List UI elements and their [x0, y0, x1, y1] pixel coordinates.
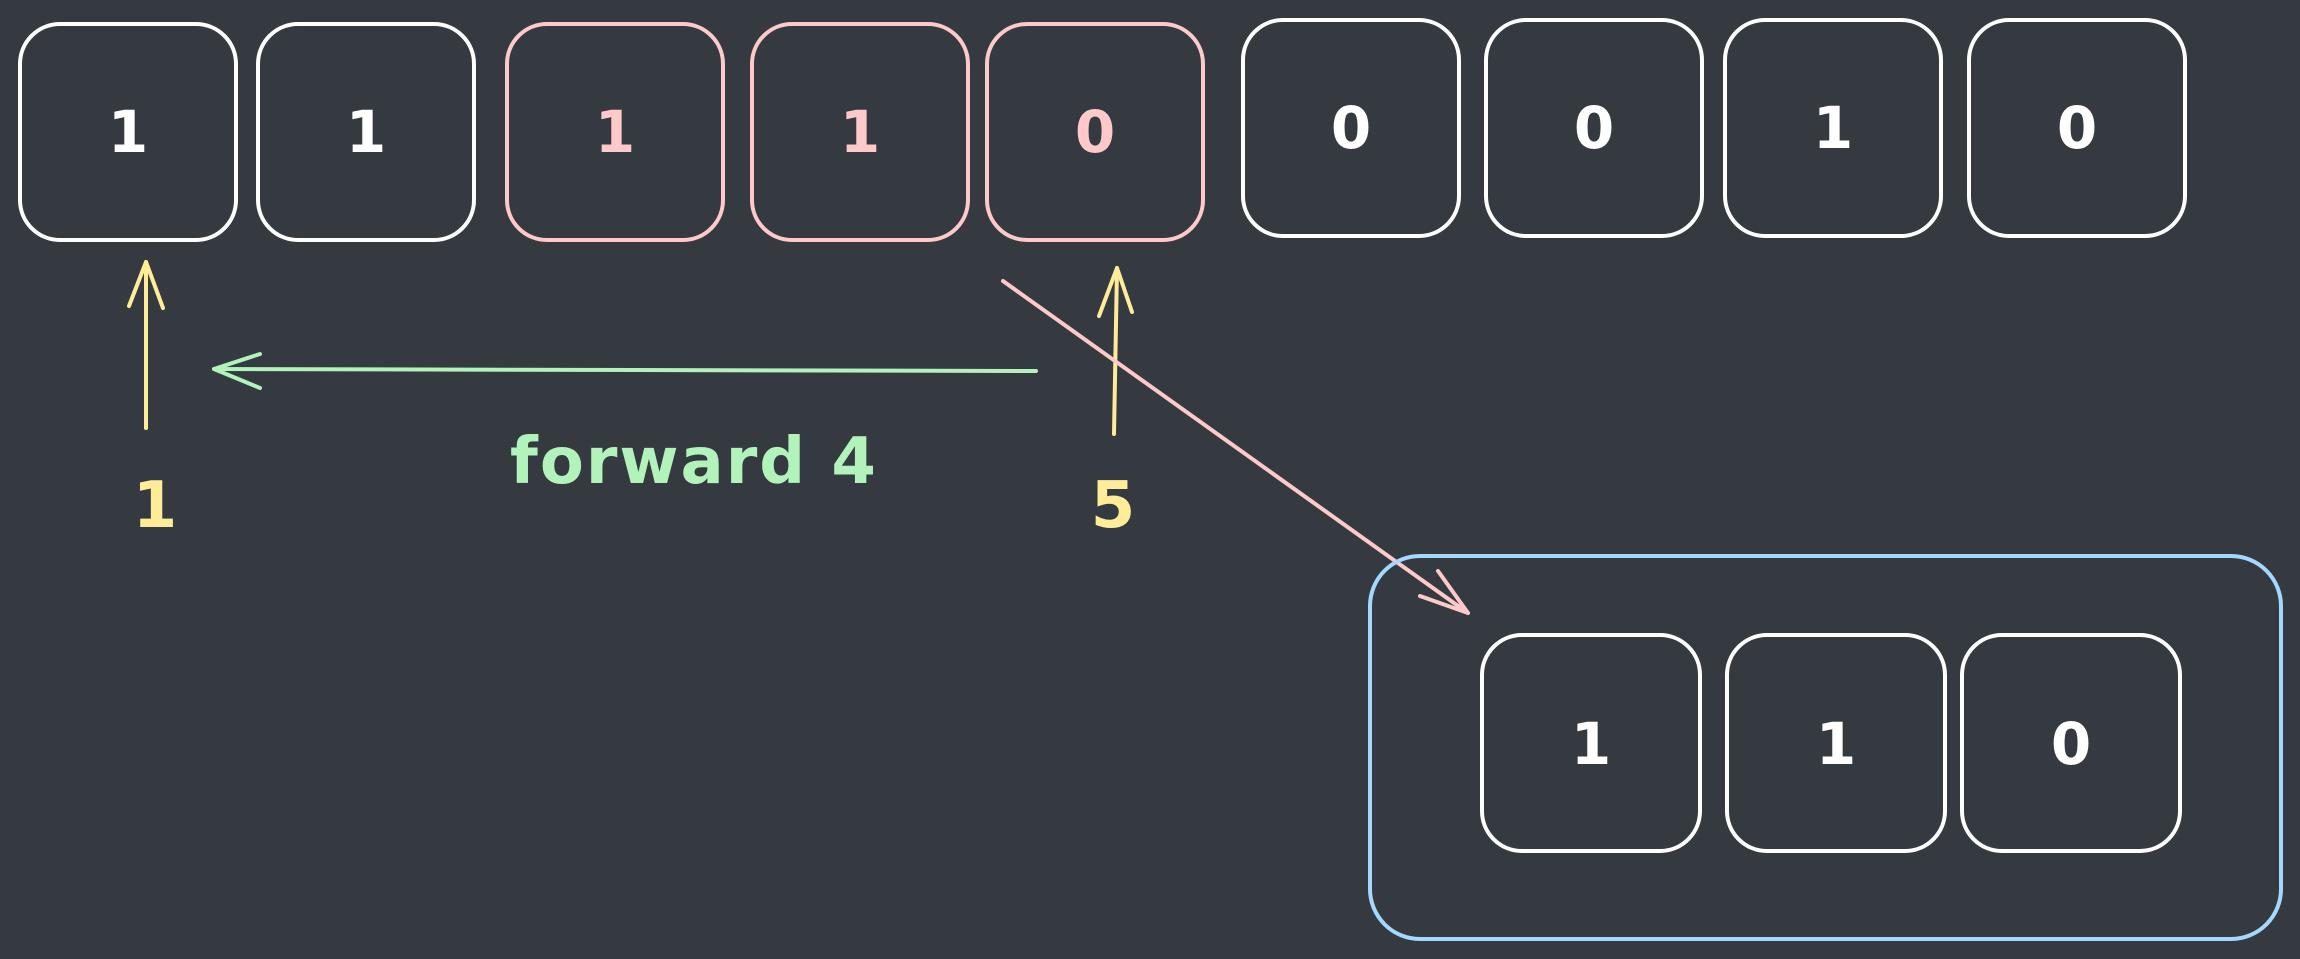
- sequence-cell: 1: [18, 22, 238, 242]
- sequence-cell-value: 0: [1574, 94, 1614, 162]
- extract-arrowhead-icon: [1418, 569, 1470, 615]
- forward-arrowhead-icon: [212, 352, 262, 390]
- start-pointer: 1: [127, 260, 178, 543]
- result-container-box: [1368, 554, 2283, 941]
- end-pointer-arrowhead-icon: [1097, 266, 1134, 318]
- result-cell: 1: [1480, 633, 1702, 853]
- extract-arrow-shaft: [1001, 279, 1470, 615]
- sequence-cell-value: 1: [595, 98, 635, 166]
- sequence-cell-value: 1: [840, 98, 880, 166]
- sequence-row: 1 1 1 1 0 0 0: [18, 18, 2187, 242]
- sequence-cell-value: 1: [108, 98, 148, 166]
- result-cell-value: 1: [1816, 710, 1856, 778]
- end-pointer: 5: [1091, 266, 1136, 543]
- sequence-cell: 1: [505, 22, 725, 242]
- sequence-cell-value: 0: [1331, 94, 1371, 162]
- sequence-cell-value: 1: [1813, 94, 1853, 162]
- start-pointer-label: 1: [133, 469, 178, 543]
- sequence-cell: 0: [1241, 18, 1461, 238]
- sequence-cell: 1: [1723, 18, 1943, 238]
- extract-arrow: [1001, 279, 1470, 615]
- result-cell: 0: [1960, 633, 2182, 853]
- result-cell-value: 1: [1571, 710, 1611, 778]
- forward-arrow-shaft: [212, 367, 1038, 373]
- sequence-cell: 1: [256, 22, 476, 242]
- result-container: 1 1 0: [1368, 554, 2283, 941]
- start-pointer-arrowhead-icon: [127, 260, 165, 310]
- sequence-cell: 0: [1967, 18, 2187, 238]
- sequence-cell-value: 0: [1075, 98, 1115, 166]
- forward-label: forward 4: [510, 425, 878, 499]
- end-pointer-shaft: [1112, 266, 1119, 436]
- sequence-cell-value: 0: [2057, 94, 2097, 162]
- sequence-cell: 0: [985, 22, 1205, 242]
- sequence-cell-value: 1: [346, 98, 386, 166]
- end-pointer-label: 5: [1091, 469, 1136, 543]
- result-cell-value: 0: [2051, 710, 2091, 778]
- result-cell: 1: [1725, 633, 1947, 853]
- sequence-cell: 1: [750, 22, 970, 242]
- sequence-cell: 0: [1484, 18, 1704, 238]
- forward-arrow: forward 4: [212, 352, 1038, 499]
